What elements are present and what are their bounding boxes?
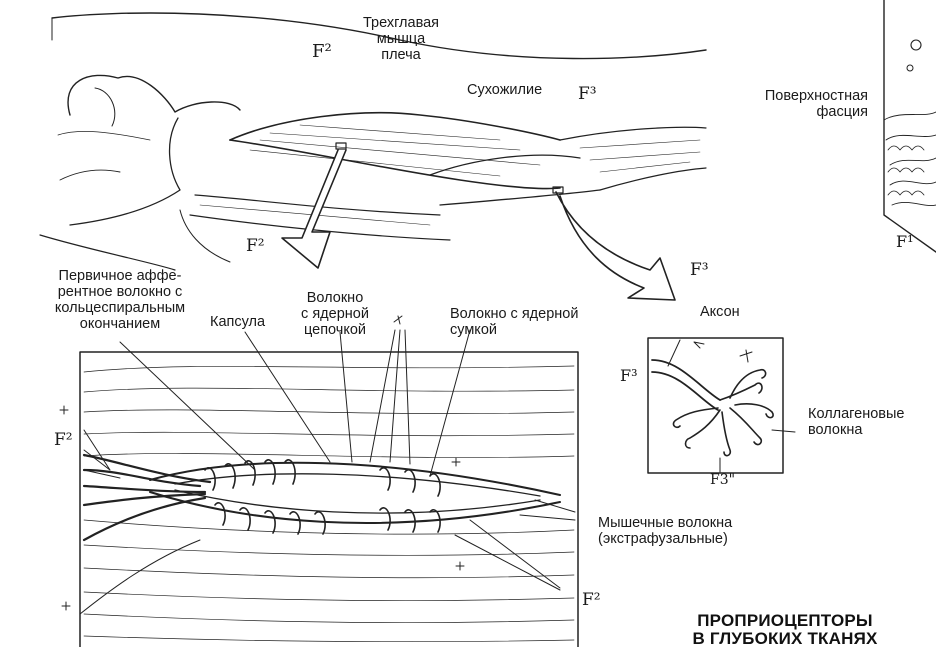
mark-f3-top: F³	[578, 86, 597, 102]
label-axon: Аксон	[700, 304, 740, 320]
label-primary-afferent: Первичное аффе- рентное волокно с кольце…	[18, 268, 222, 332]
mark-f2-top: F²	[312, 44, 332, 60]
label-triceps: Трехглавая мышца плеча	[341, 15, 461, 63]
label-capsule: Капсула	[210, 314, 265, 330]
label-collagen-fibers: Коллагеновые волокна	[808, 406, 904, 438]
mark-f2-bottom: F²	[582, 592, 601, 608]
label-superficial-fascia: Поверхностная фасция	[718, 88, 868, 120]
label-nuclear-chain-fiber: Волокно с ядерной цепочкой	[285, 290, 385, 338]
right-fascia-fragment	[884, 0, 936, 252]
mark-f2-arrow: F²	[246, 238, 265, 254]
label-nuclear-bag-fiber: Волокно с ядерной сумкой	[450, 306, 578, 338]
diagram-title: ПРОПРИОЦЕПТОРЫ В ГЛУБОКИХ ТКАНЯХ	[640, 612, 930, 648]
mark-f3-arrow: F³	[690, 262, 709, 278]
mark-f3-inset-bottom: F3"	[710, 472, 735, 488]
muscle-spindle-panel	[80, 330, 578, 647]
mark-f1-right: F¹	[896, 234, 914, 250]
label-extrafusal-fibers: Мышечные волокна (экстрафузальные)	[598, 515, 732, 547]
tendon-organ-inset	[648, 338, 795, 473]
mark-f3-inset-left: F³	[620, 368, 638, 384]
mark-f2-left: F²	[54, 432, 73, 448]
zoom-arrows	[282, 150, 675, 300]
label-tendon: Сухожилие	[467, 82, 542, 98]
